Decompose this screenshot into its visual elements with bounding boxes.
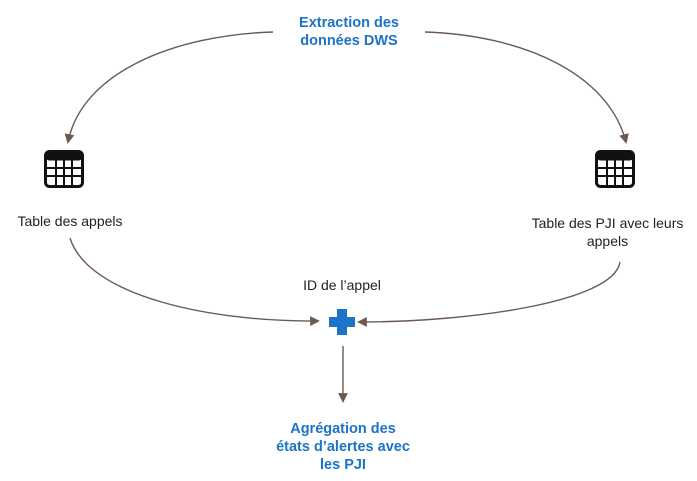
arrow-right-table-to-join <box>357 261 621 327</box>
plus-icon <box>327 307 357 337</box>
join-key-label: ID de l’appel <box>303 277 381 293</box>
result-label: Agrégation des états d’alertes avec les … <box>276 421 410 473</box>
table-icon <box>595 150 635 188</box>
table-icon <box>44 150 84 188</box>
arrow-left-table-to-join <box>69 237 320 326</box>
arrow-source-to-left-table <box>64 31 274 144</box>
arrow-source-to-right-table <box>424 31 629 144</box>
left-table-label: Table des appels <box>17 213 123 229</box>
source-label: Extraction des données DWS <box>299 15 399 49</box>
right-table-label: Table des PJI avec leurs appels <box>531 215 684 249</box>
